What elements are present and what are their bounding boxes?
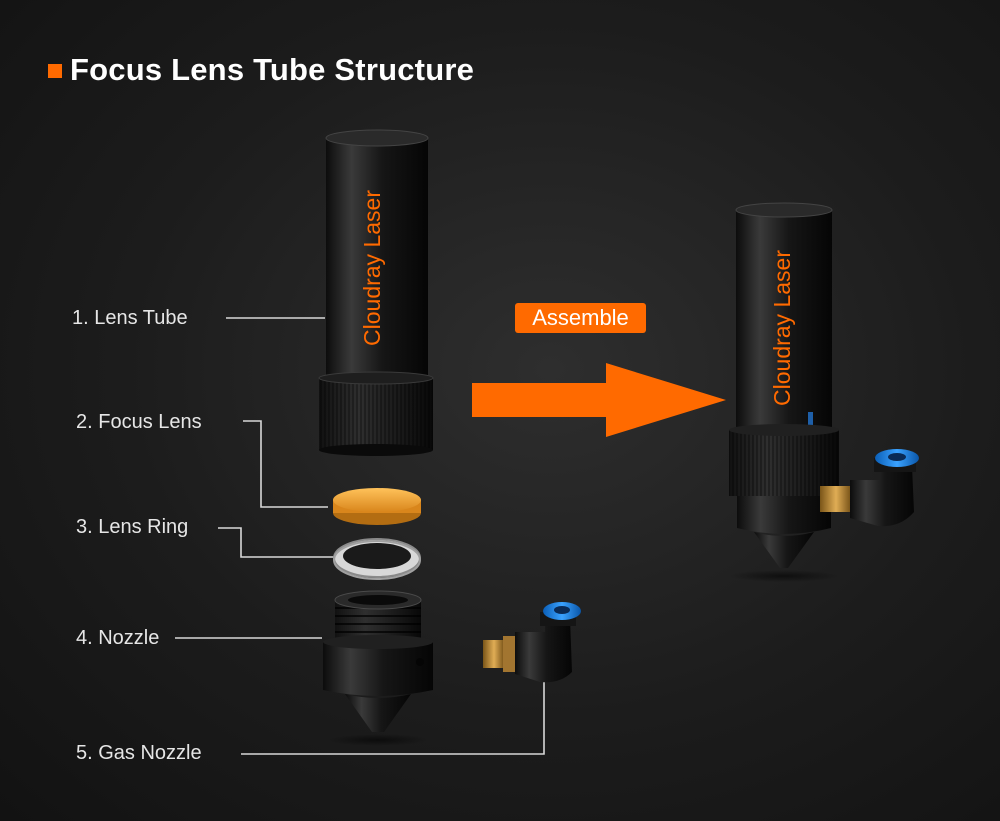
label-lens-tube: 1. Lens Tube (72, 307, 188, 329)
title-marker (48, 64, 62, 78)
focus-lens-illustration (333, 488, 421, 525)
lens-tube-brand-text: Cloudray Laser (359, 190, 385, 346)
assembled-brand-text: Cloudray Laser (769, 250, 795, 406)
assemble-badge: Assemble (515, 303, 646, 333)
lens-ring-illustration (333, 538, 421, 580)
gas-nozzle-illustration (483, 602, 581, 683)
lens-tube-illustration: Cloudray Laser (318, 129, 434, 456)
label-focus-lens: 2. Focus Lens (76, 411, 202, 433)
label-gas-nozzle: 5. Gas Nozzle (76, 742, 202, 764)
page-title: Focus Lens Tube Structure (70, 52, 475, 87)
assemble-arrow-icon (472, 363, 726, 437)
nozzle-illustration (323, 590, 433, 746)
label-lens-ring: 3. Lens Ring (76, 516, 189, 538)
label-nozzle: 4. Nozzle (76, 627, 160, 649)
leader-line-lens-ring (218, 527, 335, 558)
assembled-unit-illustration: Cloudray Laser (729, 202, 919, 582)
leader-line-gas-nozzle (241, 682, 545, 755)
leader-line-focus-lens (243, 420, 328, 508)
leader-lines (175, 317, 545, 755)
header: Focus Lens Tube Structure (48, 52, 474, 88)
